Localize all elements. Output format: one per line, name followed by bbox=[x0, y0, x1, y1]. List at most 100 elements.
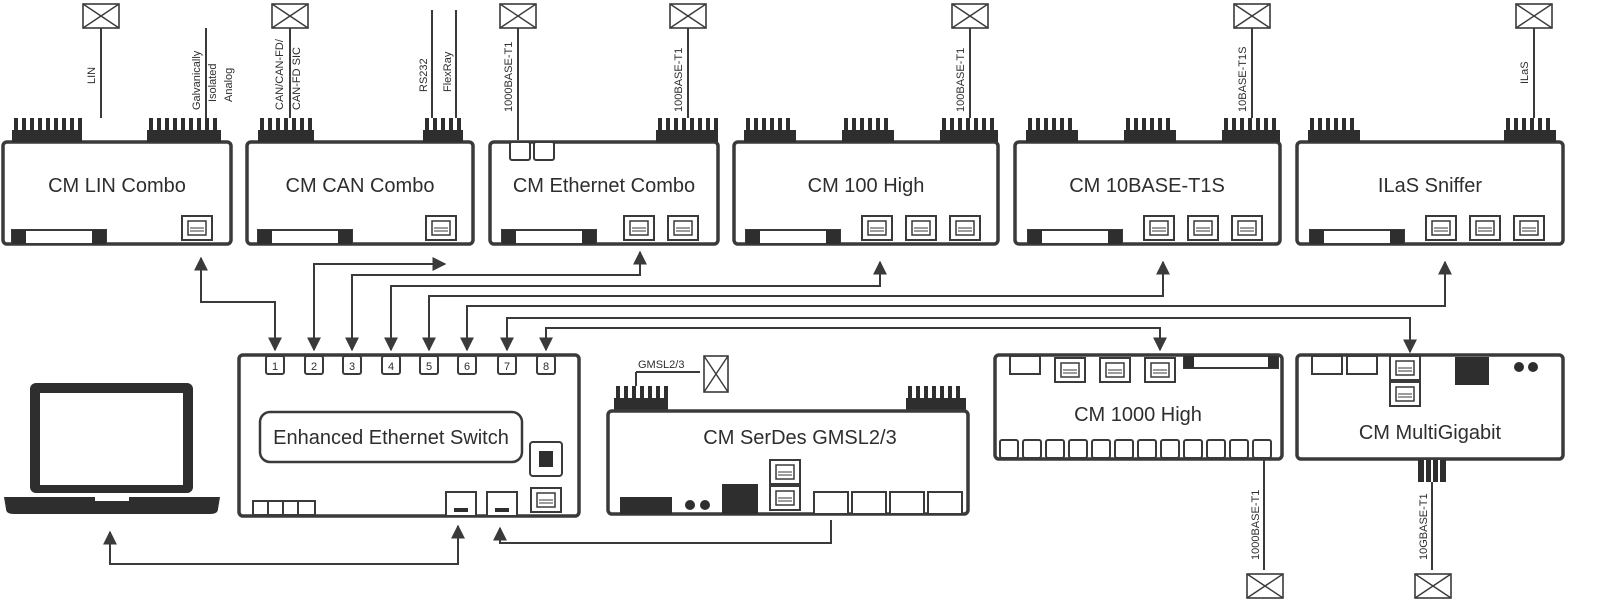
switch-port-label: 1 bbox=[272, 361, 278, 373]
connection-lines bbox=[103, 250, 1452, 565]
switch-port-4: 4 bbox=[381, 355, 401, 375]
switch-port-1: 1 bbox=[265, 355, 285, 375]
signal-label-ilas: ILaS bbox=[1519, 61, 1531, 84]
connector-pin-block bbox=[1504, 118, 1556, 142]
cm-serdes-title: CM SerDes GMSL2/3 bbox=[703, 427, 896, 449]
envelope-icon bbox=[271, 3, 309, 29]
envelope-icons-top bbox=[82, 3, 1553, 29]
cm-100-high-module: CM 100 High bbox=[732, 140, 1000, 246]
cm-can-combo-module: CM CAN Combo bbox=[245, 140, 475, 246]
cm-lin-combo-module: CM LIN Combo bbox=[1, 140, 233, 246]
port-slot bbox=[999, 439, 1019, 459]
enhanced-ethernet-switch: 1 2 3 4 5 6 7 8 Enhanced Ethernet Switch bbox=[237, 353, 581, 518]
switch-port-3: 3 bbox=[342, 355, 362, 375]
cm-1000-high-title: CM 1000 High bbox=[1074, 404, 1202, 426]
switch-title: Enhanced Ethernet Switch bbox=[273, 427, 509, 449]
signal-label-lin: LIN bbox=[86, 67, 98, 84]
cm-lin-combo-title: CM LIN Combo bbox=[48, 175, 186, 197]
port-slot bbox=[1183, 439, 1203, 459]
cm-can-combo-title: CM CAN Combo bbox=[286, 175, 435, 197]
ilas-sniffer-title: ILaS Sniffer bbox=[1378, 175, 1482, 197]
cm-serdes-module: CM SerDes GMSL2/3 GMSL2/3 bbox=[606, 355, 970, 516]
port-slot bbox=[1252, 439, 1272, 459]
signal-labels: LIN Galvanically Isolated Analog CAN/CAN… bbox=[86, 38, 1531, 112]
signal-label-10base-t1s: 10BASE-T1S bbox=[1237, 47, 1249, 112]
cm-1000-high-module: CM 1000 High 1000BASE-T1 bbox=[993, 353, 1284, 599]
connector-pin-block bbox=[1222, 118, 1280, 142]
connector-pin-blocks bbox=[12, 118, 1556, 410]
port-slot bbox=[1114, 439, 1134, 459]
cm-multigigabit-module: CM MultiGigabit 10GBASE-T1 bbox=[1295, 353, 1565, 599]
cm-ethernet-combo-module: CM Ethernet Combo bbox=[488, 140, 720, 246]
envelope-icon bbox=[703, 355, 729, 393]
signal-label-analog: Analog bbox=[223, 68, 235, 102]
signal-label-1000base-t1: 1000BASE-T1 bbox=[1250, 490, 1262, 560]
rj45-port-icon bbox=[181, 215, 213, 241]
switch-ports: 1 2 3 4 5 6 7 8 bbox=[265, 355, 556, 375]
envelope-icon bbox=[82, 3, 120, 29]
envelope-icon bbox=[1246, 573, 1284, 599]
envelope-icon bbox=[1414, 573, 1452, 599]
envelope-icon bbox=[499, 3, 537, 29]
port-slot bbox=[1206, 439, 1226, 459]
connector-pin-block bbox=[906, 386, 966, 410]
port-slot bbox=[1091, 439, 1111, 459]
switch-port-label: 2 bbox=[311, 361, 317, 373]
switch-port-label: 3 bbox=[349, 361, 355, 373]
rj45-port-icon bbox=[425, 215, 457, 241]
port-slot bbox=[1022, 439, 1042, 459]
cm-10base-t1s-title: CM 10BASE-T1S bbox=[1069, 175, 1225, 197]
envelope-icon bbox=[951, 3, 989, 29]
laptop-icon bbox=[4, 383, 220, 514]
signal-label-100base-t1: 100BASE-T1 bbox=[955, 48, 967, 112]
envelope-icon bbox=[669, 3, 707, 29]
switch-port-label: 8 bbox=[543, 361, 549, 373]
connector-pin-block bbox=[423, 118, 463, 142]
connector-pin-block bbox=[1308, 118, 1360, 142]
ilas-sniffer-module: ILaS Sniffer bbox=[1295, 140, 1565, 246]
port-slots bbox=[999, 439, 1272, 459]
cm-ethernet-combo-title: CM Ethernet Combo bbox=[513, 175, 695, 197]
connector-pin-block bbox=[614, 386, 668, 410]
signal-label-isolated: Isolated bbox=[207, 63, 219, 102]
switch-port-6: 6 bbox=[457, 355, 477, 375]
port-slot bbox=[1068, 439, 1088, 459]
connector-pin-block bbox=[1124, 118, 1176, 142]
connector-pin-block bbox=[258, 118, 314, 142]
switch-port-label: 4 bbox=[388, 361, 394, 373]
connector-pin-block bbox=[147, 118, 221, 142]
signal-label-gmsl: GMSL2/3 bbox=[638, 359, 684, 371]
signal-label-1000base-t1: 1000BASE-T1 bbox=[503, 42, 515, 112]
cm-multigigabit-title: CM MultiGigabit bbox=[1359, 422, 1502, 444]
switch-port-7: 7 bbox=[497, 355, 517, 375]
signal-label-100base-t1: 100BASE-T1 bbox=[673, 48, 685, 112]
connector-pin-block bbox=[842, 118, 894, 142]
signal-label-can-fd-sic: CAN-FD SIC bbox=[291, 47, 303, 110]
connector-pin-block bbox=[656, 118, 718, 142]
signal-label-rs232: RS232 bbox=[418, 58, 430, 92]
envelope-icon bbox=[1515, 3, 1553, 29]
port-slot bbox=[1137, 439, 1157, 459]
port-slot bbox=[1229, 439, 1249, 459]
cm-100-high-title: CM 100 High bbox=[808, 175, 925, 197]
signal-label-flexray: FlexRay bbox=[442, 51, 454, 92]
connector-pin-block bbox=[12, 118, 82, 142]
cm-10base-t1s-module: CM 10BASE-T1S bbox=[1013, 140, 1282, 246]
connector-pin-block bbox=[1026, 118, 1078, 142]
connector-pin-block bbox=[940, 118, 998, 142]
signal-label-can: CAN/CAN-FD/ bbox=[274, 38, 286, 110]
port-slot bbox=[1160, 439, 1180, 459]
chip-icon bbox=[529, 441, 563, 477]
switch-port-label: 6 bbox=[464, 361, 470, 373]
signal-label-galvanically: Galvanically bbox=[191, 50, 203, 110]
envelope-icon bbox=[1233, 3, 1271, 29]
switch-port-label: 5 bbox=[426, 361, 432, 373]
switch-port-5: 5 bbox=[419, 355, 439, 375]
switch-port-8: 8 bbox=[536, 355, 556, 375]
signal-label-10gbase-t1: 10GBASE-T1 bbox=[1418, 493, 1430, 560]
switch-port-2: 2 bbox=[304, 355, 324, 375]
port-slot bbox=[1045, 439, 1065, 459]
connector-pin-block bbox=[744, 118, 796, 142]
top-signal-lines bbox=[100, 10, 1535, 140]
